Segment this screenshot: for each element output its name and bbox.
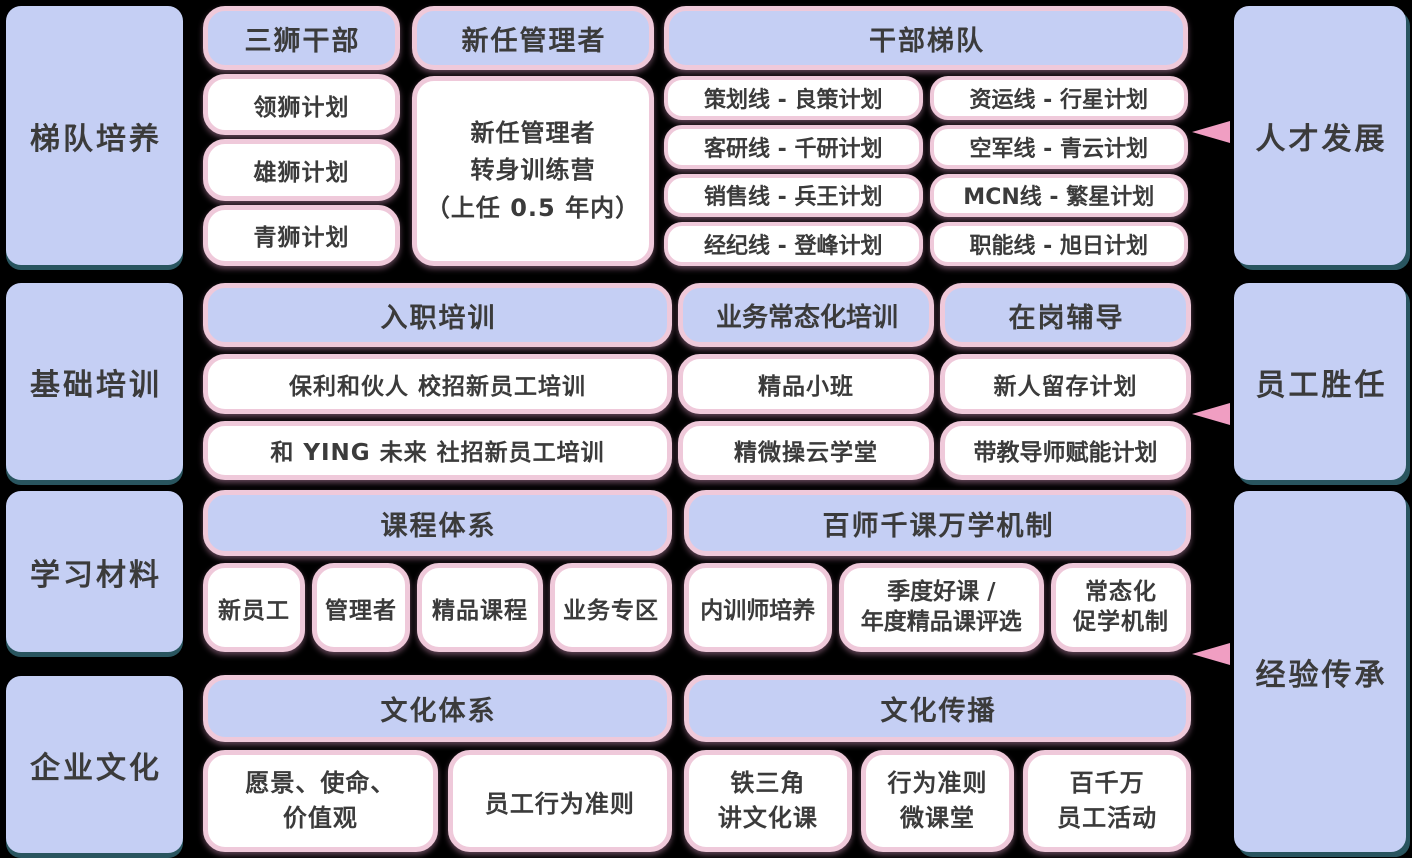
group-onjob-coaching: 在岗辅导 新人留存计划 带教导师赋能计划	[940, 283, 1191, 480]
course-item: 精品课程	[417, 563, 543, 652]
coaching-item: 新人留存计划	[940, 354, 1191, 414]
mechanism-item: 季度好课 / 年度精品课评选	[838, 563, 1045, 652]
group-cadre-echelon: 干部梯队 策划线 - 良策计划 资运线 - 行星计划 客研线 - 千研计划 空军…	[664, 6, 1188, 266]
group-header: 在岗辅导	[940, 283, 1191, 347]
line-plan-item: 职能线 - 旭日计划	[929, 222, 1188, 266]
group-header: 干部梯队	[664, 6, 1188, 70]
group-routine-training: 业务常态化培训 精品小班 精微操云学堂	[678, 283, 934, 480]
course-item: 管理者	[311, 563, 411, 652]
line-plan-item: 空军线 - 青云计划	[929, 124, 1188, 169]
mechanism-items-row: 内训师培养 季度好课 / 年度精品课评选 常态化 促学机制	[684, 563, 1192, 652]
culture-spread-items-row: 铁三角 讲文化课 行为准则 微课堂 百千万 员工活动	[684, 750, 1191, 852]
group-culture-system: 文化体系 愿景、使命、 价值观 员工行为准则	[203, 675, 672, 852]
group-header: 百师千课万学机制	[684, 490, 1191, 556]
line-plan-item: 策划线 - 良策计划	[664, 76, 923, 120]
pillar-echelon-training: 梯队培养	[6, 6, 183, 265]
culture-item: 愿景、使命、 价值观	[203, 750, 438, 852]
line-plan-item: 客研线 - 千研计划	[664, 124, 923, 169]
group-header: 文化体系	[203, 675, 672, 742]
line-plan-item: 销售线 - 兵王计划	[664, 173, 923, 218]
course-item: 新员工	[203, 563, 305, 652]
new-manager-bootcamp: 新任管理者 转身训练营 （上任 0.5 年内）	[412, 76, 654, 266]
training-item: 精品小班	[678, 354, 934, 414]
group-header: 新任管理者	[412, 6, 654, 70]
group-onboarding-training: 入职培训 保利和伙人 校招新员工培训 和 YING 未来 社招新员工培训	[203, 283, 672, 480]
plan-item: 领狮计划	[203, 74, 400, 136]
training-item: 精微操云学堂	[678, 420, 934, 480]
culture-spread-item: 行为准则 微课堂	[860, 750, 1015, 852]
coaching-item: 带教导师赋能计划	[940, 420, 1191, 480]
cadre-grid: 策划线 - 良策计划 资运线 - 行星计划 客研线 - 千研计划 空军线 - 青…	[664, 76, 1188, 266]
culture-item: 员工行为准则	[447, 750, 672, 852]
pillar-employee-competence: 员工胜任	[1234, 283, 1406, 480]
pillar-learning-materials: 学习材料	[6, 491, 183, 652]
arrow-left-icon	[1192, 403, 1230, 425]
group-header: 课程体系	[203, 490, 672, 556]
group-header: 入职培训	[203, 283, 672, 347]
group-course-system: 课程体系 新员工 管理者 精品课程 业务专区	[203, 490, 672, 652]
group-header: 三狮干部	[203, 6, 400, 70]
mechanism-item: 常态化 促学机制	[1051, 563, 1192, 652]
line-plan-item: MCN线 - 繁星计划	[929, 173, 1188, 218]
pillar-basic-training: 基础培训	[6, 283, 183, 480]
group-new-manager: 新任管理者 新任管理者 转身训练营 （上任 0.5 年内）	[412, 6, 654, 266]
training-item: 保利和伙人 校招新员工培训	[203, 354, 672, 414]
arrow-left-icon	[1192, 121, 1230, 143]
group-header: 文化传播	[684, 675, 1191, 742]
group-header: 业务常态化培训	[678, 283, 934, 347]
course-items-row: 新员工 管理者 精品课程 业务专区	[203, 563, 672, 652]
pillar-experience-inheritance: 经验传承	[1234, 491, 1406, 852]
plan-item: 青狮计划	[203, 204, 400, 266]
culture-spread-item: 百千万 员工活动	[1023, 750, 1191, 852]
group-learning-mechanism: 百师千课万学机制 内训师培养 季度好课 / 年度精品课评选 常态化 促学机制	[684, 490, 1192, 652]
course-item: 业务专区	[549, 563, 672, 652]
training-item: 和 YING 未来 社招新员工培训	[203, 420, 672, 480]
culture-spread-item: 铁三角 讲文化课	[684, 750, 852, 852]
group-culture-spread: 文化传播 铁三角 讲文化课 行为准则 微课堂 百千万 员工活动	[684, 675, 1191, 852]
pillar-talent-development: 人才发展	[1234, 6, 1406, 265]
group-three-lions: 三狮干部 领狮计划 雄狮计划 青狮计划	[203, 6, 400, 266]
arrow-left-icon	[1192, 643, 1230, 665]
mechanism-item: 内训师培养	[684, 563, 832, 652]
line-plan-item: 经纪线 - 登峰计划	[664, 222, 923, 266]
pillar-corporate-culture: 企业文化	[6, 676, 183, 853]
line-plan-item: 资运线 - 行星计划	[929, 76, 1188, 120]
plan-item: 雄狮计划	[203, 139, 400, 201]
culture-items-row: 愿景、使命、 价值观 员工行为准则	[203, 750, 672, 852]
